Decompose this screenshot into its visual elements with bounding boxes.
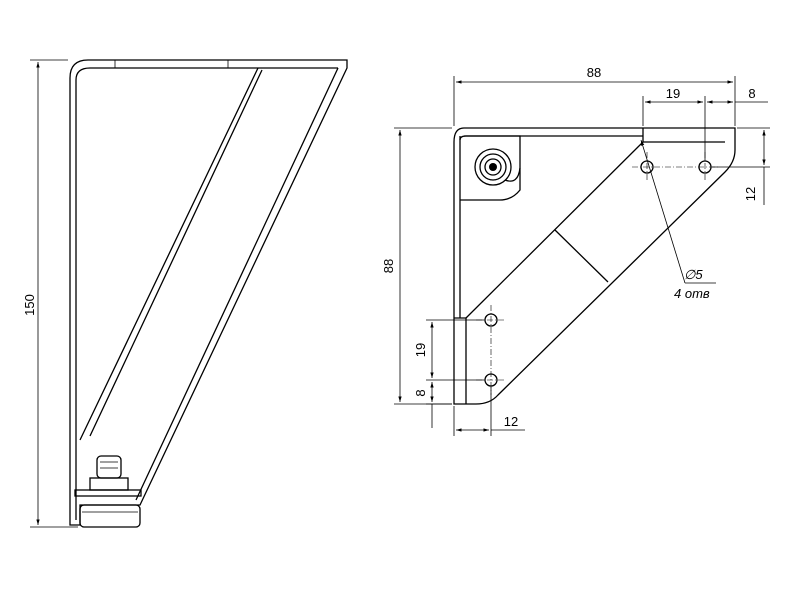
side-view: 150 (22, 59, 348, 528)
front-height-dimension: 88 (381, 127, 452, 405)
left-hole-edge-label: 8 (413, 389, 428, 396)
foot-stud (96, 455, 122, 479)
side-height-label: 150 (22, 294, 37, 316)
plate-diagonal-inner (465, 141, 644, 319)
left-hole-offset-label: 12 (504, 414, 518, 429)
front-width-dimension: 88 (453, 65, 736, 126)
foot-nut (89, 477, 129, 491)
top-hole-spacing-label: 19 (666, 86, 680, 101)
foot-base (79, 504, 141, 528)
front-view: 88 19 8 12 88 (381, 65, 770, 436)
leveling-foot (74, 455, 142, 528)
top-hole-offset-label: 12 (743, 187, 758, 201)
side-diagonal-rib (79, 67, 263, 441)
plate-corner-box (459, 135, 521, 201)
left-hole-spacing-dimension: 19 (413, 319, 484, 405)
foot-washer (74, 489, 142, 497)
top-hole-edge-label: 8 (748, 86, 755, 101)
side-bracket-inner-line (75, 67, 338, 520)
plate-rib-crease (554, 229, 609, 283)
plate-top-flange (464, 128, 725, 143)
hole-callout: ∅5 4 отв (640, 139, 716, 301)
hole-diameter-label: ∅5 (684, 267, 703, 282)
side-back-line (135, 67, 339, 501)
front-width-label: 88 (587, 65, 601, 80)
corner-bolt (474, 148, 521, 186)
left-hole-edge-dimension: 8 (413, 382, 434, 428)
left-hole-spacing-label: 19 (413, 343, 428, 357)
hole-count-label: 4 отв (674, 286, 710, 301)
front-height-label: 88 (381, 259, 396, 273)
side-top-seams (114, 60, 229, 68)
side-bracket-outline (69, 59, 348, 526)
side-height-dimension: 150 (22, 59, 78, 528)
left-hole-offset-dimension: 12 (453, 387, 525, 436)
top-hole-offset-dimension: 12 (712, 127, 770, 205)
plate-outline (453, 127, 736, 405)
top-hole-edge-dimension: 8 (707, 86, 768, 104)
plate-left-flange (454, 136, 467, 404)
top-hole-spacing-dimension: 19 (642, 86, 706, 160)
